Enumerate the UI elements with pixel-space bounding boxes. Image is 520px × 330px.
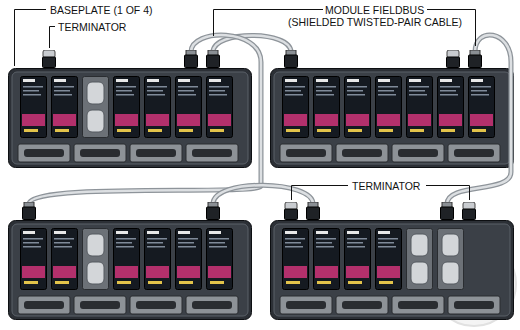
module-row [283,229,464,290]
module-row [21,77,233,138]
cable-connector [23,50,482,220]
callout-label: TERMINATOR [352,180,420,192]
module-row [283,77,495,138]
terminator [43,50,476,220]
callout-label: BASEPLATE (1 OF 4) [50,4,153,16]
baseplate [9,221,252,320]
callout-label: MODULE FIELDBUS [325,4,424,16]
baseplate [271,69,514,168]
baseplate [9,69,252,168]
callout-label: (SHIELDED TWISTED-PAIR CABLE) [288,16,462,28]
module-row [21,229,233,290]
fieldbus-cable [29,35,511,204]
callout-label: TERMINATOR [58,21,126,33]
baseplate [271,221,514,320]
leader-line [15,10,476,201]
